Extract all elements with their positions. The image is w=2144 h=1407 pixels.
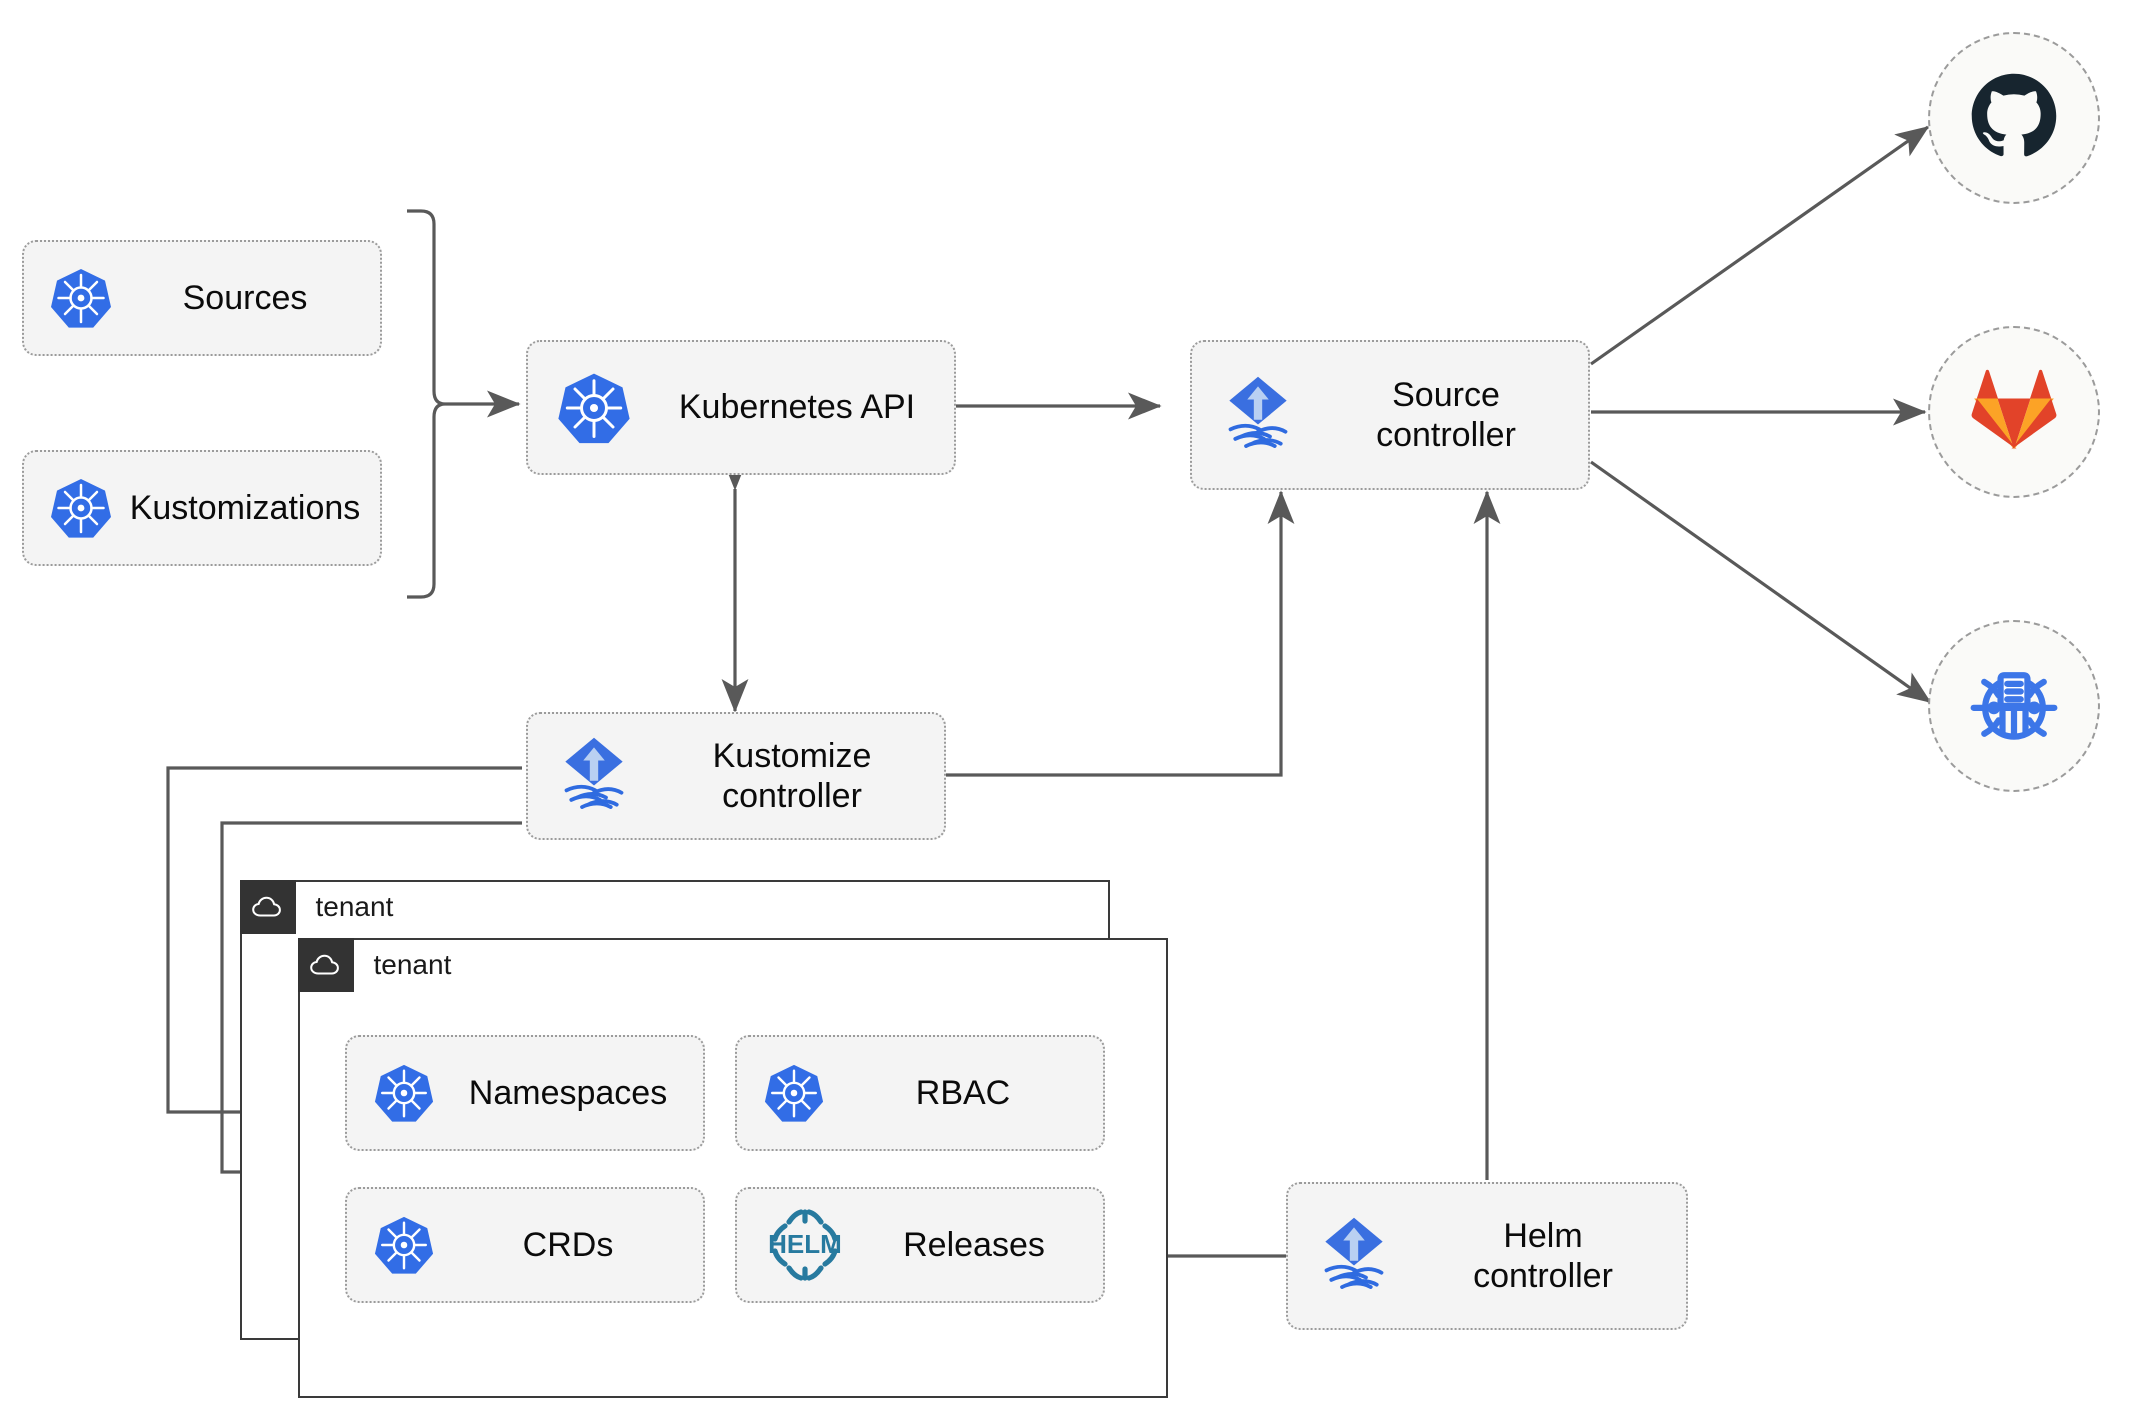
kubernetes-icon: [38, 266, 124, 330]
cloud-icon: [297, 937, 354, 992]
github-icon: [1968, 70, 2060, 167]
resource-card-releases[interactable]: HELM Releases: [735, 1187, 1105, 1303]
flux-icon: [1298, 1213, 1410, 1299]
tenant-container-front[interactable]: tenant: [297, 937, 1168, 1398]
kubernetes-icon: [538, 370, 650, 446]
tenant-name-back: tenant: [315, 890, 394, 922]
kubernetes-icon: [361, 1214, 447, 1276]
tenant-titlebar: tenant: [297, 937, 452, 992]
node-helm-controller[interactable]: Helm controller: [1286, 1182, 1688, 1330]
edge-kustomizectrl-sourcectrl: [941, 490, 1295, 777]
resource-card-crds[interactable]: CRDs: [345, 1187, 705, 1303]
provider-gitlab[interactable]: [1928, 326, 2100, 498]
tenant-name-front: tenant: [373, 948, 452, 980]
cloud-icon: [239, 879, 296, 934]
node-kustomize-controller[interactable]: Kustomize controller: [526, 712, 946, 840]
kubernetes-icon: [361, 1062, 447, 1124]
resource-label: Namespaces: [468, 1073, 668, 1112]
helm-repository-icon: [1966, 656, 2062, 757]
resource-card-namespaces[interactable]: Namespaces: [345, 1035, 705, 1151]
provider-github[interactable]: [1928, 32, 2100, 204]
node-label: Source controller: [1376, 375, 1516, 454]
inputs-bracket: [407, 209, 446, 599]
resource-card-kustomizations[interactable]: Kustomizations: [22, 450, 382, 566]
tenant-titlebar: tenant: [239, 879, 394, 934]
edge-sourcectrl-github: [1590, 125, 1930, 366]
edge-sourcectrl-registry: [1590, 460, 1932, 704]
resource-label: CRDs: [522, 1225, 614, 1264]
flux-icon: [538, 733, 650, 819]
kubernetes-icon: [751, 1062, 837, 1124]
resource-card-sources[interactable]: Sources: [22, 240, 382, 356]
resource-label: Sources: [182, 278, 308, 317]
provider-helm-repository[interactable]: [1928, 620, 2100, 792]
helm-wordmark: HELM: [768, 1229, 842, 1259]
node-label: Kubernetes API: [678, 388, 916, 427]
node-source-controller[interactable]: Source controller: [1190, 340, 1590, 490]
kubernetes-icon: [38, 476, 124, 540]
helm-icon: HELM: [751, 1208, 859, 1282]
node-label: Helm controller: [1473, 1216, 1613, 1295]
resource-card-rbac[interactable]: RBAC: [735, 1035, 1105, 1151]
node-kubernetes-api[interactable]: Kubernetes API: [526, 340, 956, 475]
resource-label: Kustomizations: [129, 488, 361, 527]
gitlab-icon: [1969, 367, 2059, 458]
resource-label: Releases: [903, 1225, 1045, 1264]
flux-icon: [1202, 372, 1314, 458]
node-label: Kustomize controller: [712, 736, 872, 815]
resource-label: RBAC: [915, 1073, 1011, 1112]
